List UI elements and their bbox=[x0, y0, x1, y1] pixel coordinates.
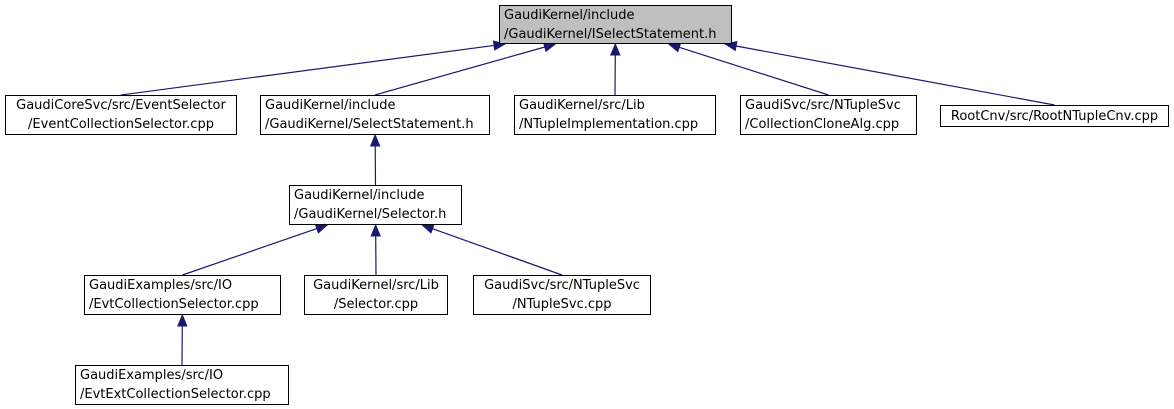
node-line: /GaudiKernel/Selector.h bbox=[294, 207, 447, 222]
arrowhead-ntupleimpl-to-root bbox=[610, 42, 621, 56]
node-ntupleimplementation-cpp[interactable]: GaudiKernel/src/Lib /NTupleImplementatio… bbox=[514, 95, 716, 135]
node-line: GaudiSvc/src/NTupleSvc bbox=[484, 278, 640, 293]
node-line: GaudiKernel/include bbox=[265, 98, 396, 113]
node-line: GaudiKernel/include bbox=[504, 7, 635, 23]
node-line: /Selector.cpp bbox=[333, 297, 419, 312]
arrowhead-evtextcoll-to-evtcoll bbox=[177, 313, 188, 327]
node-line: /EvtExtCollectionSelector.cpp bbox=[80, 387, 271, 402]
arrowhead-cloneal-to-root bbox=[667, 42, 682, 53]
node-line: GaudiKernel/src/Lib bbox=[519, 98, 645, 113]
node-iselectstatement-h: GaudiKernel/include /GaudiKernel/ISelect… bbox=[499, 5, 732, 44]
node-line: /CollectionCloneAlg.cpp bbox=[745, 117, 900, 132]
arrowhead-selector_cpp-to-selector_h bbox=[370, 223, 381, 237]
node-selector-h[interactable]: GaudiKernel/include /GaudiKernel/Selecto… bbox=[289, 185, 462, 225]
node-evtextcollectionselector-cpp[interactable]: GaudiExamples/src/IO /EvtExtCollectionSe… bbox=[75, 365, 289, 405]
edge-cloneal-to-root bbox=[679, 46, 829, 96]
node-evtcollectionselector-cpp[interactable]: GaudiExamples/src/IO /EvtCollectionSelec… bbox=[84, 275, 281, 315]
node-line: GaudiExamples/src/IO bbox=[89, 278, 233, 293]
node-ntuplesvc-cpp[interactable]: GaudiSvc/src/NTupleSvc /NTupleSvc.cpp bbox=[473, 275, 651, 315]
node-line: /GaudiKernel/ISelectStatement.h bbox=[504, 26, 717, 42]
node-line: /GaudiKernel/SelectStatement.h bbox=[265, 117, 474, 132]
node-rootntuplecnv-cpp[interactable]: RootCnv/src/RootNTupleCnv.cpp bbox=[940, 105, 1169, 127]
node-line: GaudiKernel/src/Lib bbox=[313, 278, 439, 293]
edge-ntuplesvc-to-selector_h bbox=[432, 228, 563, 276]
edge-evtcoll-to-selector_h bbox=[182, 228, 318, 276]
arrowhead-selector_h-to-selstmt bbox=[369, 133, 381, 147]
arrowhead-ntuplesvc-to-selector_h bbox=[420, 223, 435, 234]
node-selector-cpp[interactable]: GaudiKernel/src/Lib /Selector.cpp bbox=[304, 275, 448, 315]
node-selectstatement-h[interactable]: GaudiKernel/include /GaudiKernel/SelectS… bbox=[260, 95, 490, 135]
edge-rootcnv-to-root bbox=[735, 45, 1055, 106]
node-line: /EventCollectionSelector.cpp bbox=[28, 117, 214, 132]
node-line: RootCnv/src/RootNTupleCnv.cpp bbox=[950, 108, 1159, 124]
node-collectionclonealg-cpp[interactable]: GaudiSvc/src/NTupleSvc /CollectionCloneA… bbox=[740, 95, 917, 135]
node-line: GaudiExamples/src/IO bbox=[80, 368, 224, 383]
edge-selstmt-to-root bbox=[374, 46, 545, 96]
edge-evtselector-to-root bbox=[120, 44, 495, 96]
node-line: GaudiSvc/src/NTupleSvc bbox=[745, 98, 901, 113]
node-line: GaudiCoreSvc/src/EventSelector bbox=[16, 98, 226, 113]
node-line: /NTupleImplementation.cpp bbox=[519, 117, 699, 132]
node-line: /NTupleSvc.cpp bbox=[512, 297, 612, 312]
node-line: GaudiKernel/include bbox=[294, 188, 425, 203]
node-eventcollectionselector-cpp[interactable]: GaudiCoreSvc/src/EventSelector /EventCol… bbox=[5, 95, 237, 135]
node-line: /EvtCollectionSelector.cpp bbox=[89, 297, 259, 312]
arrowhead-evtcoll-to-selector_h bbox=[314, 223, 329, 234]
